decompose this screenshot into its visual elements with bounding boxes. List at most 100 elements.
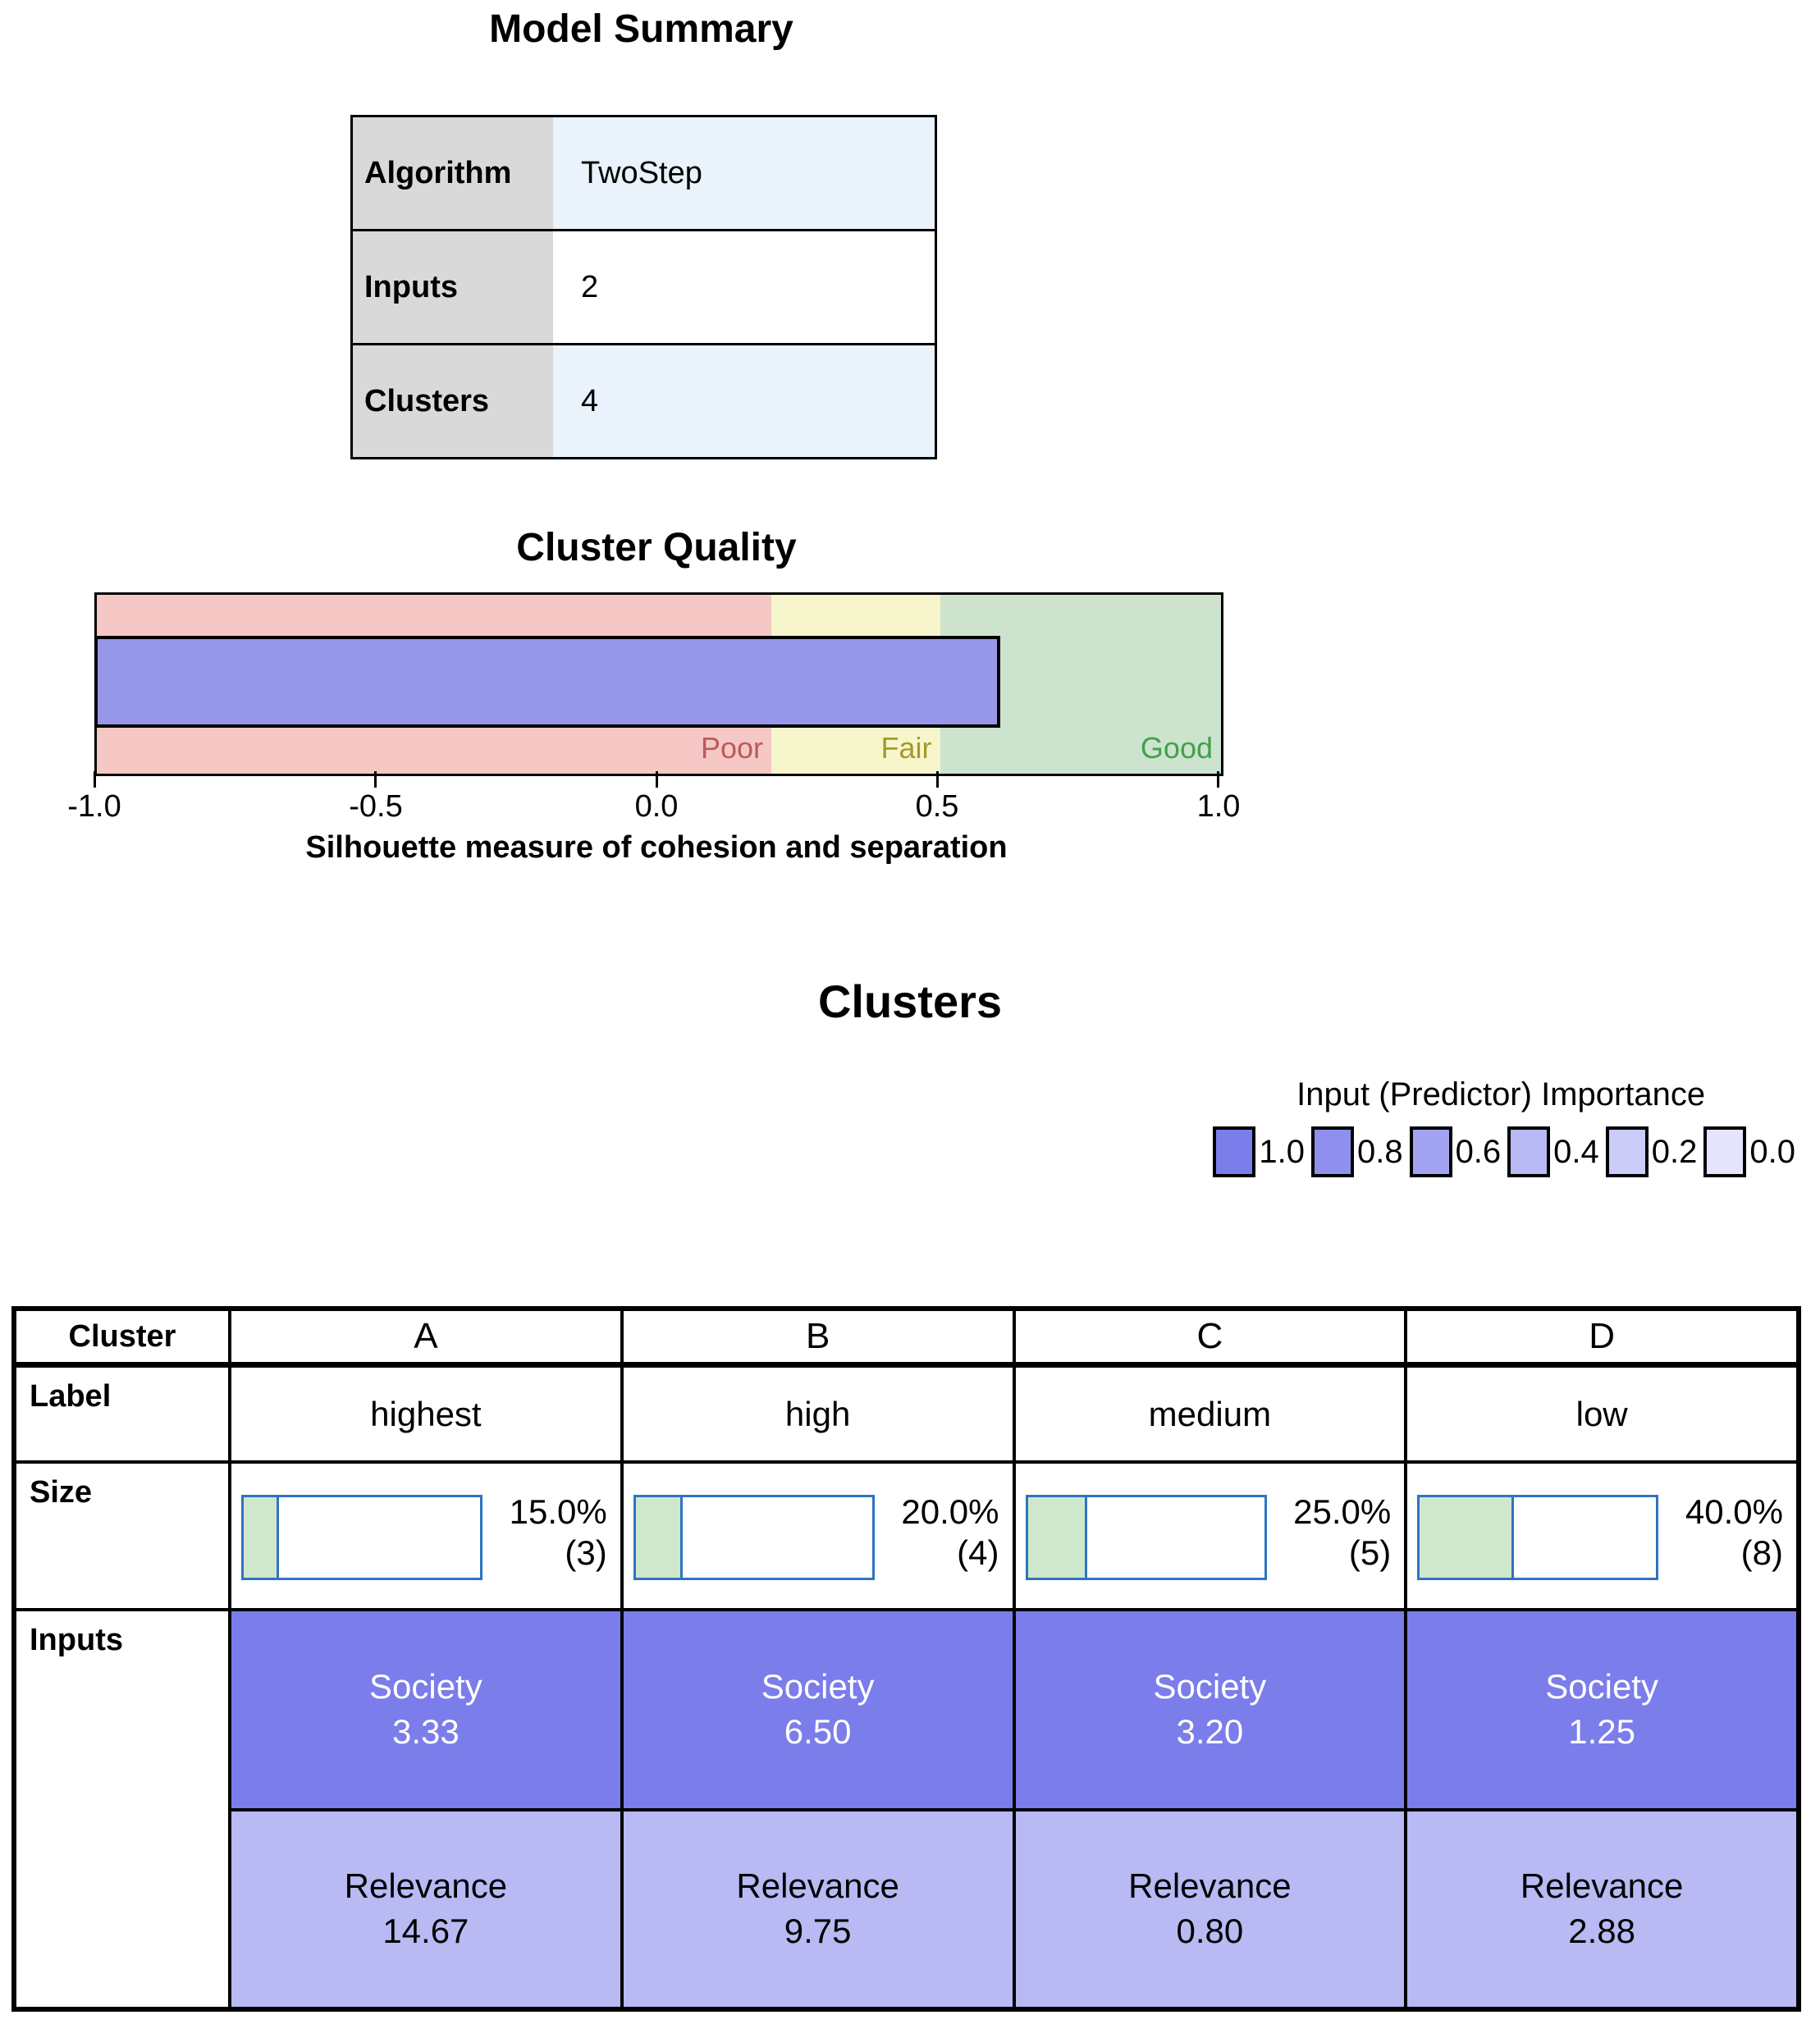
legend-swatch — [1703, 1126, 1747, 1177]
input-value: 3.20 — [1176, 1712, 1244, 1751]
legend-swatch — [1507, 1126, 1551, 1177]
input-name: Society — [761, 1667, 875, 1706]
model-summary-title: Model Summary — [489, 7, 793, 51]
legend-value: 0.0 — [1749, 1133, 1795, 1170]
society-cell: Society 6.50 — [620, 1608, 1013, 1808]
input-name: Society — [369, 1667, 482, 1706]
size-count: (5) — [1348, 1533, 1392, 1572]
size-value: 25.0% (5) — [1293, 1492, 1391, 1573]
size-count: (8) — [1740, 1533, 1783, 1572]
table-row: Inputs 2 — [353, 229, 935, 343]
x-axis-title: Silhouette measure of cohesion and separ… — [305, 830, 1008, 865]
row-label-size: Size — [16, 1460, 228, 1608]
size-bar — [633, 1495, 875, 1580]
input-value: 1.25 — [1568, 1712, 1635, 1751]
axis-tick-label: -1.0 — [67, 789, 121, 824]
input-value: 0.80 — [1176, 1912, 1244, 1950]
model-summary-row-value: TwoStep — [553, 117, 935, 229]
size-bar-fill — [244, 1497, 280, 1578]
legend-value: 0.8 — [1356, 1133, 1403, 1170]
legend-value: 0.2 — [1651, 1133, 1698, 1170]
table-row: Clusters 4 — [353, 343, 935, 457]
importance-legend: Input (Predictor) Importance 1.0 0.8 0.6… — [1206, 1076, 1795, 1177]
legend-swatch — [1310, 1126, 1354, 1177]
cluster-column-header-b: B — [620, 1311, 1013, 1362]
cluster-column-header-c: C — [1012, 1311, 1405, 1362]
axis-tick — [656, 771, 658, 788]
axis-tick — [94, 771, 96, 788]
input-name: Relevance — [736, 1866, 899, 1906]
society-cell: Society 1.25 — [1404, 1608, 1796, 1808]
axis-tick-label: 0.0 — [634, 789, 679, 824]
size-bar-fill — [1027, 1497, 1087, 1578]
clusters-table: Cluster A B C D Label highest high mediu… — [11, 1306, 1801, 2012]
cluster-size-cell: 25.0% (5) — [1012, 1460, 1405, 1608]
size-value: 40.0% (8) — [1685, 1492, 1783, 1573]
size-percent: 15.0% — [509, 1492, 607, 1531]
relevance-cell: Relevance 0.80 — [1012, 1808, 1405, 2007]
row-label-inputs: Inputs — [16, 1608, 228, 2007]
axis-tick — [374, 771, 377, 788]
table-row: Algorithm TwoStep — [353, 117, 935, 229]
model-summary-row-value: 4 — [553, 345, 935, 457]
input-value: 3.33 — [392, 1712, 460, 1751]
cluster-quality-title: Cluster Quality — [516, 526, 797, 569]
clusters-title: Clusters — [817, 975, 1003, 1027]
input-name: Society — [1153, 1667, 1267, 1706]
cluster-column-header-a: A — [228, 1311, 620, 1362]
input-name: Society — [1545, 1667, 1658, 1706]
axis-tick — [936, 771, 939, 788]
input-value: 9.75 — [784, 1912, 852, 1950]
model-summary-row-label: Algorithm — [353, 117, 553, 229]
input-name: Relevance — [344, 1866, 508, 1906]
relevance-cell: Relevance 14.67 — [228, 1808, 620, 2007]
legend-value: 0.6 — [1455, 1133, 1502, 1170]
size-bar — [1417, 1495, 1659, 1580]
size-percent: 40.0% — [1685, 1492, 1783, 1531]
cluster-size-cell: 15.0% (3) — [228, 1460, 620, 1608]
input-value: 2.88 — [1568, 1912, 1635, 1950]
society-cell: Society 3.33 — [228, 1608, 620, 1808]
relevance-cell: Relevance 2.88 — [1404, 1808, 1796, 2007]
size-count: (3) — [565, 1533, 607, 1572]
size-count: (4) — [957, 1533, 999, 1572]
input-value: 14.67 — [382, 1912, 469, 1950]
legend-swatch — [1409, 1126, 1452, 1177]
zone-label-poor: Poor — [700, 731, 763, 765]
size-bar-fill — [635, 1497, 684, 1578]
size-value: 15.0% (3) — [510, 1492, 607, 1573]
input-value: 6.50 — [784, 1712, 852, 1751]
legend-value: 0.4 — [1553, 1133, 1599, 1170]
cluster-label-cell: high — [620, 1362, 1013, 1460]
relevance-cell: Relevance 9.75 — [620, 1808, 1013, 2007]
society-cell: Society 3.20 — [1012, 1608, 1405, 1808]
size-percent: 25.0% — [1293, 1492, 1392, 1531]
axis-tick-label: 1.0 — [1196, 789, 1241, 824]
legend-value: 1.0 — [1259, 1133, 1305, 1170]
model-summary-table: Algorithm TwoStep Inputs 2 Clusters 4 — [350, 115, 937, 459]
legend-items: 1.0 0.8 0.6 0.4 0.2 0.0 — [1206, 1126, 1795, 1177]
axis-tick — [1217, 771, 1219, 788]
size-value: 20.0% (4) — [901, 1492, 999, 1573]
zone-label-good: Good — [1140, 731, 1213, 765]
input-name: Relevance — [1128, 1866, 1292, 1906]
size-percent: 20.0% — [901, 1492, 999, 1531]
size-bar-fill — [1420, 1497, 1515, 1578]
cluster-column-header-d: D — [1404, 1311, 1796, 1362]
input-name: Relevance — [1520, 1866, 1684, 1906]
axis-tick-label: -0.5 — [349, 789, 403, 824]
model-summary-row-value: 2 — [553, 231, 935, 343]
cluster-size-cell: 20.0% (4) — [620, 1460, 1013, 1608]
size-bar — [241, 1495, 482, 1580]
axis-tick-label: 0.5 — [915, 789, 959, 824]
cluster-size-cell: 40.0% (8) — [1404, 1460, 1796, 1608]
cluster-header-label: Cluster — [68, 1318, 176, 1354]
silhouette-bar — [94, 636, 1000, 728]
legend-swatch — [1213, 1126, 1256, 1177]
model-summary-row-label: Inputs — [353, 231, 553, 343]
zone-label-fair: Fair — [880, 731, 932, 765]
model-summary-row-label: Clusters — [353, 345, 553, 457]
cluster-label-cell: medium — [1012, 1362, 1405, 1460]
legend-title: Input (Predictor) Importance — [1296, 1076, 1706, 1113]
